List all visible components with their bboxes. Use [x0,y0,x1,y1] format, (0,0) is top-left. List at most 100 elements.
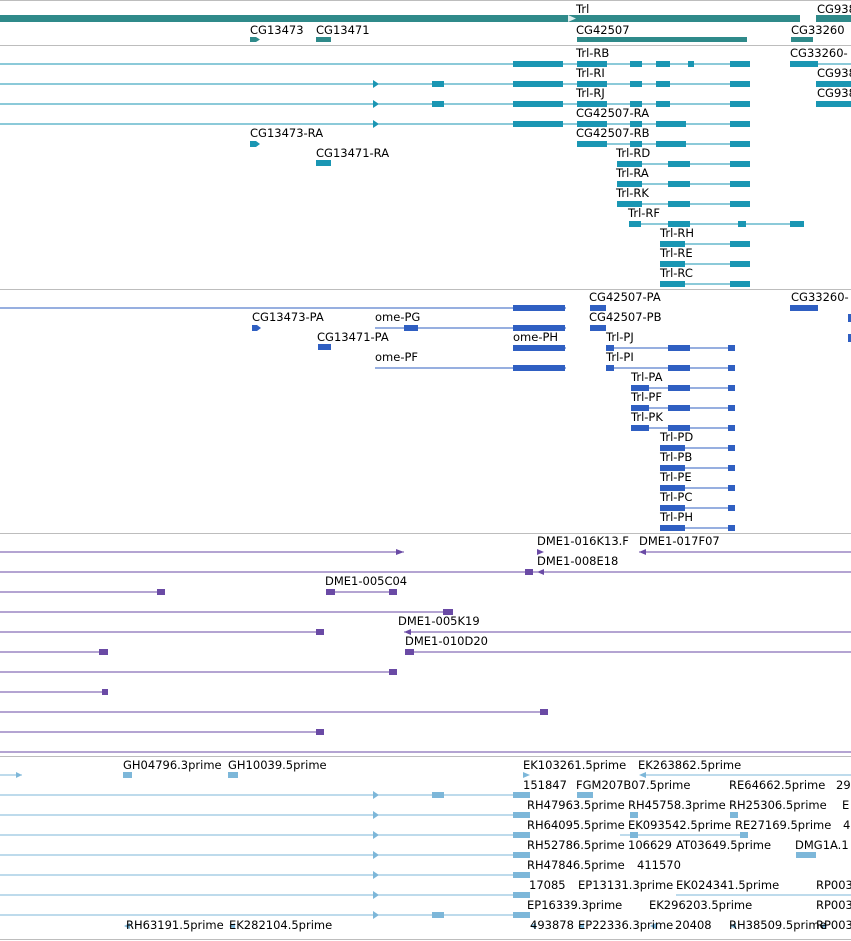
est-label[interactable]: EK093542.5prime [628,818,731,832]
protein-label[interactable]: Trl-PE [659,470,692,484]
transcript-label[interactable]: Trl-RH [659,226,694,240]
transcript-label[interactable]: CG938 [817,66,851,80]
transcript-label[interactable]: CG33260- [790,46,848,60]
protein-label[interactable]: Trl-PB [659,450,692,464]
protein-label[interactable]: CG42507-PA [589,290,661,304]
transcript-label[interactable]: Trl-RF [627,206,660,220]
gene-label[interactable]: CG13471 [316,23,370,37]
est-label[interactable]: DMG1A.1 [795,838,849,852]
transcript-label[interactable]: Trl-RD [615,146,650,160]
transcript-label[interactable]: Trl-RI [575,66,605,80]
clone-lines[interactable] [0,551,851,753]
protein-track: CG42507-PA CG33260- CG13473-PA ome-PG CG… [0,290,851,533]
transcript-label[interactable]: CG13473-RA [250,126,323,140]
gene-label[interactable]: CG33260 [791,23,845,37]
transcript-exons[interactable] [250,61,851,287]
gene-label[interactable]: Trl [575,2,589,16]
est-track: GH04796.3prime GH10039.5prime EK103261.5… [0,757,851,941]
gene-feature-cg42507[interactable] [577,37,747,42]
protein-label[interactable]: CG33260- [791,290,849,304]
clone-label[interactable]: DME1-008E18 [537,554,618,568]
protein-label[interactable]: ome-PG [375,310,420,324]
protein-label[interactable]: CG13473-PA [252,310,324,324]
protein-label[interactable]: Trl-PA [630,370,663,384]
protein-label[interactable]: CG13471-PA [317,330,389,344]
clone-label[interactable]: DME1-005C04 [325,574,407,588]
transcript-label[interactable]: CG13471-RA [316,146,389,160]
est-label[interactable]: EK296203.5prime [649,898,752,912]
gene-label[interactable]: CG42507 [576,23,630,37]
est-label[interactable]: EK103261.5prime [523,758,626,772]
est-label[interactable]: EK024341.5prime [676,878,779,892]
est-label[interactable]: AT03649.5prime [676,838,771,852]
protein-label[interactable]: Trl-PH [659,510,693,524]
track-divider [0,45,851,46]
strand-arrow-icons [373,80,379,128]
est-label[interactable]: RP003 [816,918,851,932]
gene-arrow-icon [568,15,576,22]
est-blocks[interactable] [16,772,826,929]
gene-feature-trl-span[interactable] [0,15,800,22]
protein-label[interactable]: ome-PF [375,350,418,364]
est-label[interactable]: RH38509.5prime [729,918,827,932]
est-label[interactable]: 106629 [628,838,672,852]
est-label[interactable]: 411570 [637,858,681,872]
est-label[interactable]: E [842,798,849,812]
est-label[interactable]: RH64095.5prime [527,818,625,832]
protein-label[interactable]: Trl-PC [659,490,692,504]
protein-label[interactable]: Trl-PK [630,410,663,424]
clone-label[interactable]: DME1-016K13.F [537,534,629,548]
clone-label[interactable]: DME1-010D20 [405,634,488,648]
protein-label[interactable]: Trl-PF [630,390,662,404]
protein-label[interactable]: ome-PH [513,330,558,344]
est-label[interactable]: FGM207B07.5prime [576,778,690,792]
protein-blocks[interactable] [252,305,851,531]
est-label[interactable]: 151847 [523,778,567,792]
clone-label[interactable]: DME1-005K19 [398,614,480,628]
est-label[interactable]: GH10039.5prime [228,758,327,772]
est-label[interactable]: GH04796.3prime [123,758,222,772]
transcript-label[interactable]: Trl-RK [615,186,649,200]
track-divider [0,756,851,757]
est-label[interactable]: EK282104.5prime [229,918,332,932]
est-label[interactable]: RH25306.5prime [729,798,827,812]
gene-feature-cg33260[interactable] [791,37,813,42]
est-label[interactable]: 17085 [529,878,566,892]
est-label[interactable]: RP003 [816,878,851,892]
est-label[interactable]: RH45758.3prime [628,798,726,812]
gene-feature-cg13471[interactable] [316,37,331,42]
est-label[interactable]: EK263862.5prime [638,758,741,772]
gene-label[interactable]: CG13473 [250,23,304,37]
est-label[interactable]: RE64662.5prime [729,778,825,792]
est-label[interactable]: 20408 [675,918,712,932]
est-label[interactable]: EP22336.3prime [578,918,673,932]
protein-label[interactable]: Trl-PJ [605,330,634,344]
transcript-label[interactable]: Trl-RC [659,266,693,280]
est-label[interactable]: RH63191.5prime [126,918,224,932]
transcript-label[interactable]: Trl-RJ [575,86,605,100]
protein-label[interactable]: CG42507-PB [589,310,662,324]
transcript-label[interactable]: Trl-RA [615,166,649,180]
clone-ends[interactable] [99,549,646,735]
protein-label[interactable]: Trl-PD [659,430,693,444]
transcript-label[interactable]: CG938 [817,86,851,100]
est-label[interactable]: RP003 [816,898,851,912]
transcript-label[interactable]: CG42507-RB [576,126,650,140]
est-label[interactable]: 29 [836,778,851,792]
est-label[interactable]: 493878 [530,918,574,932]
est-label[interactable]: EP16339.3prime [527,898,622,912]
transcript-label[interactable]: Trl-RE [659,246,693,260]
est-label[interactable]: RH47963.5prime [527,798,625,812]
clone-label[interactable]: DME1-017F07 [639,534,720,548]
transcript-label[interactable]: Trl-RB [575,46,609,60]
est-label[interactable]: EP13131.3prime [578,878,673,892]
gene-feature-cg13473[interactable] [250,37,260,42]
gene-feature-cg938[interactable] [816,15,851,22]
transcript-label[interactable]: CG42507-RA [576,106,649,120]
est-label[interactable]: RE27169.5prime [735,818,831,832]
protein-label[interactable]: Trl-PI [605,350,634,364]
gene-label[interactable]: CG938 [817,2,851,16]
est-label[interactable]: RH52786.5prime [527,838,625,852]
est-label[interactable]: 4 [843,818,850,832]
est-label[interactable]: RH47846.5prime [527,858,625,872]
